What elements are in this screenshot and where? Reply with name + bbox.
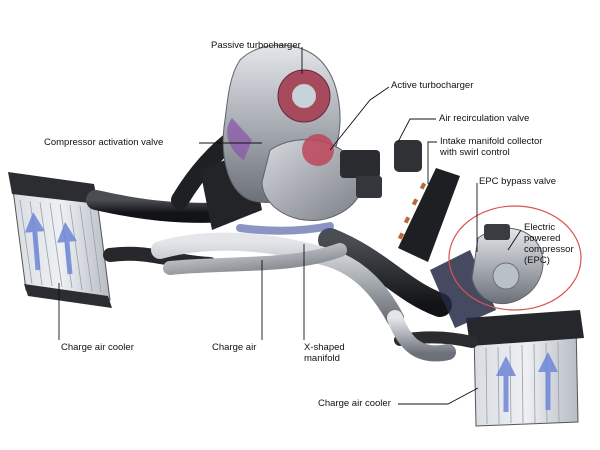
label-epc-bypass-valve: EPC bypass valve	[479, 176, 557, 187]
leader-lines	[58, 47, 522, 405]
label-air-recirculation-valve: Air recirculation valve	[439, 113, 530, 124]
label-charge-air-cooler-left: Charge air cooler	[61, 342, 134, 353]
label-passive-turbocharger: Passive turbocharger	[211, 40, 301, 51]
label-charge-air-cooler-right: Charge air cooler	[318, 398, 391, 409]
x-shaped-manifold-part	[151, 222, 456, 362]
label-charge-air: Charge air	[212, 342, 257, 353]
label-electric-powered-compressor: Electric powered compressor (EPC)	[524, 222, 574, 266]
electric-powered-compressor-part	[471, 224, 544, 305]
turbocharger-assembly	[222, 44, 422, 222]
label-intake-manifold-collector: Intake manifold collector with swirl con…	[440, 136, 543, 158]
label-compressor-activation-valve: Compressor activation valve	[44, 137, 164, 148]
charge-air-cooler-left-part	[8, 172, 112, 308]
label-x-shaped-manifold: X-shaped manifold	[304, 342, 345, 364]
charge-air-cooler-right-part	[466, 310, 584, 427]
label-active-turbocharger: Active turbocharger	[391, 80, 474, 91]
epc-highlight-ring	[448, 205, 582, 311]
